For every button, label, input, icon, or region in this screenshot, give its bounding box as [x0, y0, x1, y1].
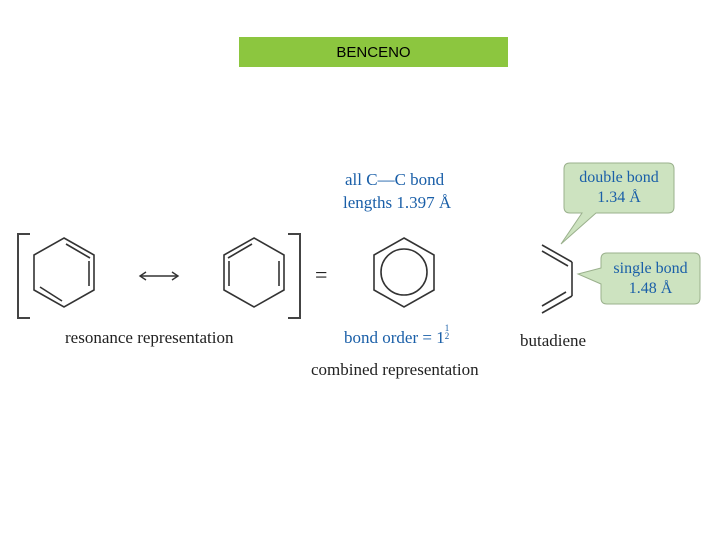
single-bond-callout — [576, 252, 701, 305]
kekule-structure-2 — [223, 237, 285, 308]
double-bond-length: 1.34 Å — [597, 189, 641, 206]
single-bond-length: 1.48 Å — [628, 280, 673, 297]
butadiene-structure — [541, 244, 573, 314]
double-bond-title: double bond — [579, 169, 659, 186]
double-bond-callout-text: double bond 1.34 Å — [564, 168, 674, 208]
resonance-arrow — [138, 271, 180, 281]
bond-length-label-2: lengths 1.397 Å — [343, 193, 452, 212]
fraction-denominator: 2 — [444, 331, 450, 341]
page-title: BENCENO — [336, 43, 411, 61]
bond-order-prefix: bond order = 1 — [344, 328, 445, 347]
single-bond-callout-text: single bond 1.48 Å — [601, 259, 700, 299]
title-banner: BENCENO — [239, 37, 508, 67]
butadiene-label: butadiene — [520, 331, 587, 350]
resonance-label: resonance representation — [65, 328, 234, 347]
bond-length-label-1: all C—C bond — [345, 170, 445, 189]
equals-sign: = — [315, 262, 328, 287]
benzene-circle-structure — [373, 237, 435, 308]
single-bond-title: single bond — [613, 260, 688, 277]
right-bracket — [288, 233, 301, 319]
kekule-structure-1 — [33, 237, 95, 308]
left-bracket — [17, 233, 30, 319]
combined-label: combined representation — [311, 360, 479, 379]
double-bond-callout — [560, 162, 675, 245]
fraction-numerator: 1 — [444, 323, 450, 333]
